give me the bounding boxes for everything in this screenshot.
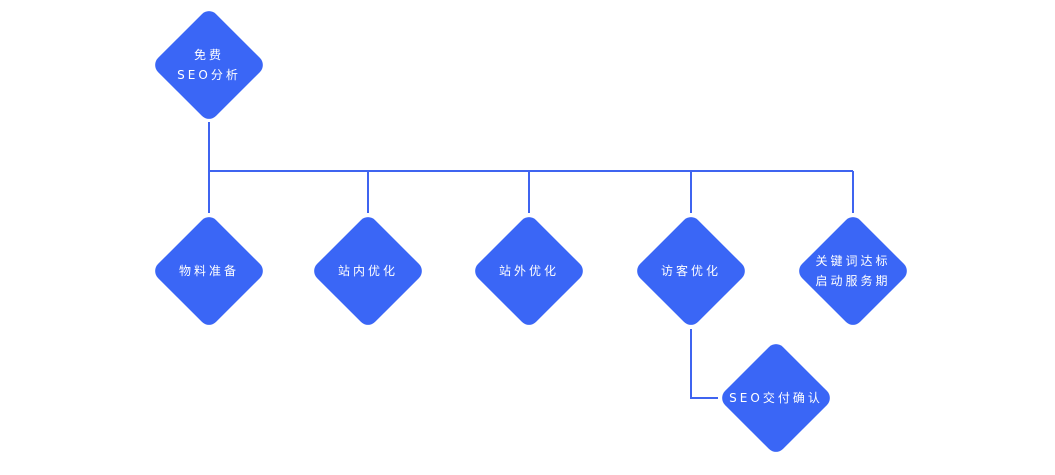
node-keyword-line-2: 启动服务期	[815, 274, 891, 288]
node-onsite-label: 站内优化	[313, 261, 423, 281]
node-offsite-label: 站外优化	[474, 261, 584, 281]
node-root-line-1: 免费	[193, 48, 224, 62]
node-visitor-shape	[637, 217, 745, 325]
node-onsite-shape	[314, 217, 422, 325]
node-delivery-shape	[722, 344, 830, 452]
node-visitor-line-1: 访客优化	[660, 264, 721, 278]
node-visitor-label: 访客优化	[636, 261, 746, 281]
node-root-line-2: SEO分析	[177, 68, 241, 82]
node-materials-line-1: 物料准备	[178, 264, 239, 278]
node-offsite-line-1: 站外优化	[498, 264, 559, 278]
node-materials-shape	[155, 217, 263, 325]
node-offsite-shape	[475, 217, 583, 325]
node-keyword-shape	[799, 217, 907, 325]
connector-visitor-to-delivery	[690, 329, 718, 399]
node-keyword-label: 关键词达标 启动服务期	[798, 251, 908, 291]
node-root-shape	[155, 11, 263, 119]
node-keyword-line-1: 关键词达标	[815, 254, 891, 268]
node-onsite-line-1: 站内优化	[337, 264, 398, 278]
node-materials-label: 物料准备	[154, 261, 264, 281]
node-root-label: 免费 SEO分析	[154, 45, 264, 85]
node-delivery-line-1: SEO交付确认	[729, 391, 823, 405]
node-delivery-label: SEO交付确认	[721, 388, 831, 408]
